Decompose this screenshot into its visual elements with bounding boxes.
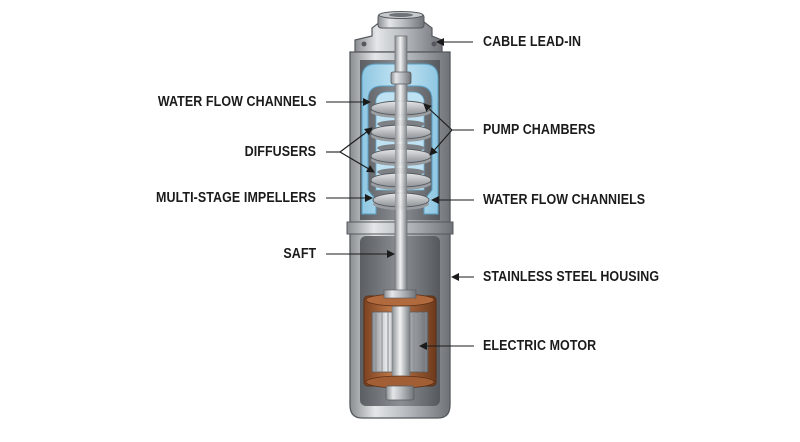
impeller-stages: [370, 100, 432, 210]
leader-pump-chambers-b: [429, 129, 453, 156]
label-cable-lead-in: CABLE LEAD-IN: [483, 34, 582, 50]
leader-diffusers-a: [339, 127, 373, 153]
label-electric-motor: ELECTRIC MOTOR: [483, 338, 597, 354]
label-water-flow-channels-right: WATER FLOW CHANNIELS: [483, 192, 646, 208]
leader-diffusers-b: [339, 151, 375, 173]
label-stainless-steel-housing: STAINLESS STEEL HOUSING: [483, 269, 660, 285]
label-multi-stage-impellers: MULTI-STAGE IMPELLERS: [156, 190, 316, 206]
electric-motor: [363, 289, 437, 401]
label-pump-chambers: PUMP CHAMBERS: [483, 122, 596, 138]
label-diffusers: DIFFUSERS: [244, 144, 316, 160]
label-water-flow-channels-left: WATER FLOW CHANNELS: [157, 94, 316, 110]
leader-lines: [326, 38, 474, 350]
leader-pump-chambers-a: [423, 103, 453, 131]
label-shaft: SAFT: [283, 246, 316, 262]
